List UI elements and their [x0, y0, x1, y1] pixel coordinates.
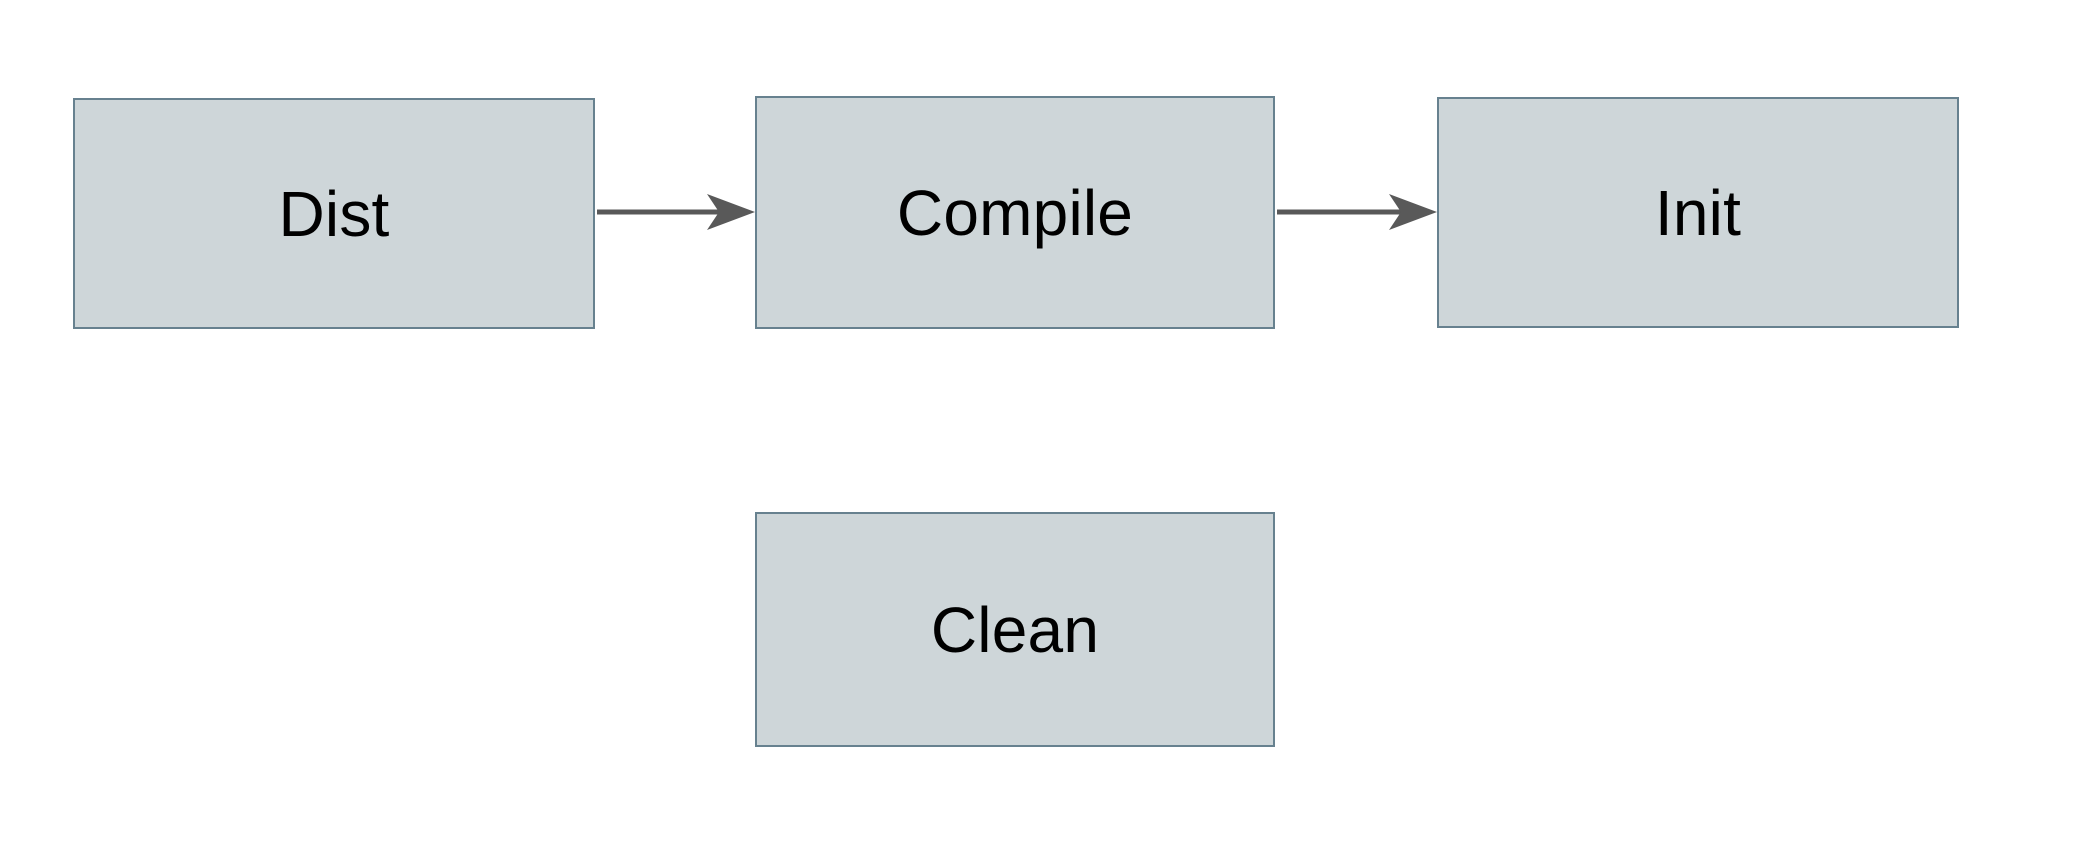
node-clean[interactable]: Clean — [755, 512, 1275, 747]
edge-dist-to-compile — [597, 194, 755, 230]
node-compile[interactable]: Compile — [755, 96, 1275, 329]
node-compile-label: Compile — [896, 176, 1134, 249]
edge-compile-to-init — [1277, 194, 1437, 230]
node-clean-label: Clean — [930, 593, 1100, 666]
node-dist-label: Dist — [278, 177, 390, 250]
node-init[interactable]: Init — [1437, 97, 1959, 328]
node-dist[interactable]: Dist — [73, 98, 595, 329]
node-init-label: Init — [1654, 176, 1742, 249]
